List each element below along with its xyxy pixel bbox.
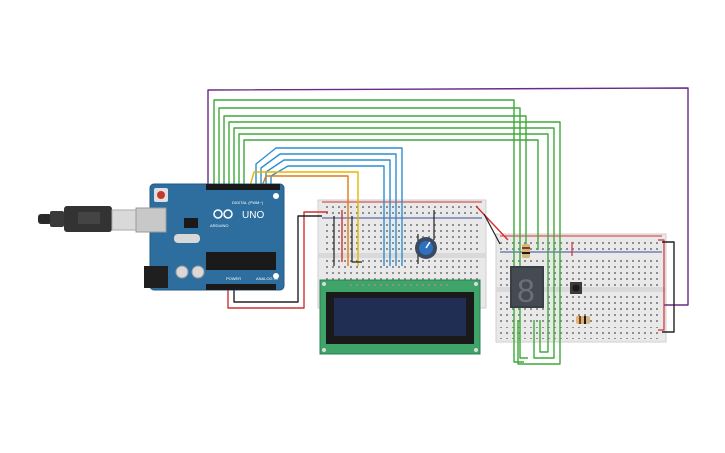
arduino-logo-icon [213, 209, 233, 219]
wire-red-bb2-right [658, 239, 665, 331]
wire-yellow [249, 171, 359, 266]
wire-black-gnd [233, 215, 322, 303]
wire-green-7 [243, 139, 539, 250]
wire-red-bridge [475, 205, 509, 241]
wire-red-5v [227, 211, 328, 309]
resistor-bottom [576, 316, 590, 324]
arduino-board: DIGITAL (PWM~) UNO ARDUINO POWER ANALOG … [135, 183, 285, 291]
resistor-top [522, 244, 530, 258]
potentiometer [415, 237, 437, 259]
arduino-analog-label: ANALOG IN [256, 276, 278, 281]
arduino-digital-label: DIGITAL (PWM~) [232, 200, 264, 205]
push-button [570, 282, 582, 294]
usb-cable [38, 206, 139, 232]
arduino-power-label: POWER [226, 276, 241, 281]
wire-green-5 [233, 127, 555, 359]
lcd-16x2 [319, 279, 481, 355]
arduino-model-label: UNO [242, 210, 264, 221]
wire-black-bb2 [662, 241, 675, 333]
wires [207, 87, 689, 365]
wire-green-4 [228, 121, 561, 365]
wire-purple [207, 87, 689, 306]
wire-green-6 [238, 133, 549, 353]
wire-black-bb1b [351, 216, 362, 263]
wire-green-3 [223, 115, 527, 250]
wire-orange [261, 175, 349, 266]
arduino-brand-label: ARDUINO [210, 223, 228, 228]
wire-blue-2 [260, 153, 397, 266]
wire-green-2 [218, 107, 528, 359]
seven-segment-display: 8 [510, 266, 544, 309]
wire-black-bridge [483, 213, 501, 245]
seven-segment-digit: 8 [517, 273, 535, 309]
wire-blue-4 [270, 165, 385, 266]
